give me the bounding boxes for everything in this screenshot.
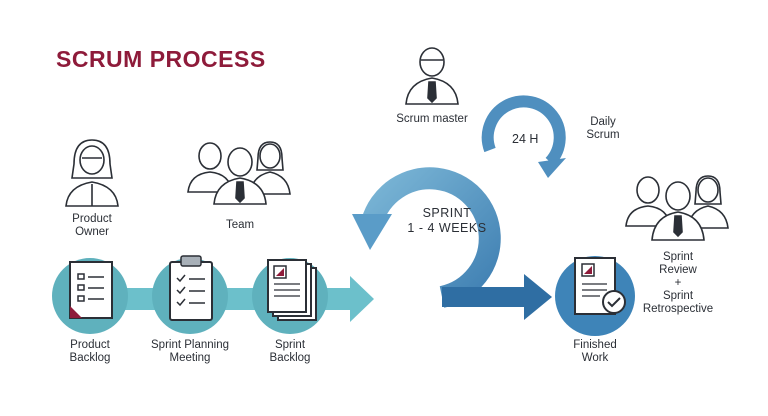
document-list-icon: [69, 261, 113, 319]
daily-scrum-label: Daily Scrum: [575, 116, 631, 142]
clipboard-checklist-icon: [169, 255, 213, 321]
sprint-label-line1: SPRINT: [422, 206, 472, 220]
sprint-review-label-line2: Review: [659, 264, 697, 276]
finished-document-icon: [574, 257, 626, 315]
review-group-icon: [625, 175, 729, 241]
team-label: Team: [225, 219, 255, 231]
sprint-label: SPRINT 1 - 4 WEEKS: [392, 206, 502, 236]
product-owner-label-line1: Product: [72, 213, 112, 225]
pipeline-band: [120, 276, 374, 322]
sprint-backlog-label-line1: Sprint: [274, 339, 306, 351]
daily-duration-label: 24 H: [512, 132, 539, 146]
sprint-backlog-label: Sprint Backlog: [250, 339, 330, 365]
sprint-planning-label-line1: Sprint Planning: [151, 339, 229, 351]
sprint-review-label-line5: Retrospective: [642, 303, 714, 315]
page-title: SCRUM PROCESS: [56, 46, 266, 72]
team-icon: [187, 141, 291, 205]
scrum-master-label: Scrum master: [396, 113, 468, 125]
product-owner-label-line2: Owner: [75, 226, 109, 238]
scrum-master-icon: [405, 47, 459, 105]
sprint-label-line2: 1 - 4 WEEKS: [407, 221, 487, 235]
sprint-review-label-line3: +: [674, 277, 682, 289]
product-owner-icon: [65, 139, 119, 207]
sprint-backlog-label-line2: Backlog: [269, 352, 311, 364]
sprint-review-label-line1: Sprint: [662, 251, 694, 263]
product-owner-label: Product Owner: [52, 213, 132, 239]
product-backlog-label-line1: Product: [70, 339, 110, 351]
sprint-planning-label: Sprint Planning Meeting: [140, 339, 240, 365]
finish-arrow: [442, 274, 552, 320]
stacked-documents-icon: [267, 259, 317, 321]
product-backlog-label: Product Backlog: [50, 339, 130, 365]
finished-work-label-line1: Finished: [573, 339, 617, 351]
sprint-cycle-arrow: [352, 167, 501, 308]
sprint-review-label: Sprint Review + Sprint Retrospective: [630, 251, 726, 316]
sprint-planning-label-line2: Meeting: [169, 352, 211, 364]
daily-scrum-label-line1: Daily: [590, 116, 616, 128]
finished-work-label: Finished Work: [555, 339, 635, 365]
daily-scrum-arrow: [481, 95, 566, 178]
sprint-review-label-line4: Sprint: [662, 290, 694, 302]
daily-scrum-label-line2: Scrum: [586, 129, 620, 141]
product-backlog-label-line2: Backlog: [69, 352, 111, 364]
finished-work-label-line2: Work: [581, 352, 609, 364]
